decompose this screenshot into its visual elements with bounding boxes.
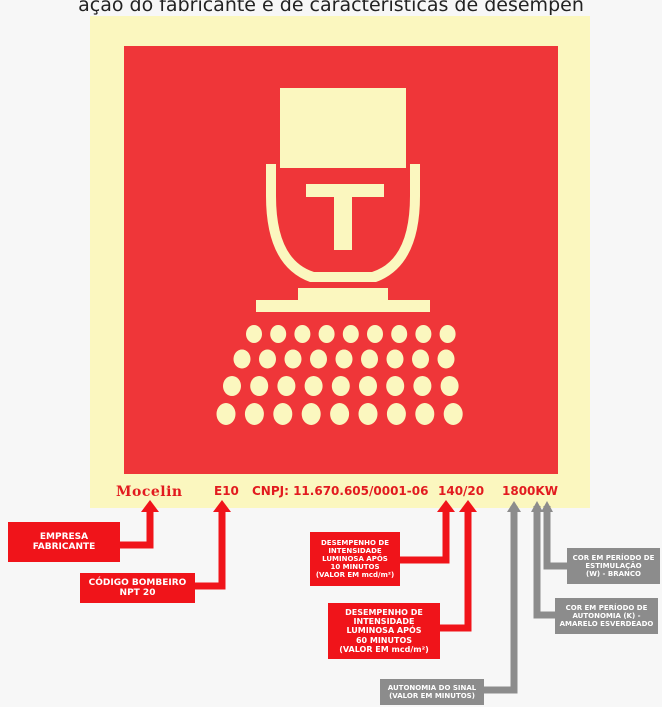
water-drop — [301, 403, 321, 425]
sprinkler-deflector-top — [298, 288, 388, 300]
water-drop — [330, 403, 350, 425]
water-drop — [413, 376, 432, 396]
water-drop — [391, 325, 408, 343]
label-intensity-10-text: DESEMPENHO DE INTENSIDADE LUMINOSA APÓS … — [315, 538, 395, 580]
label-intensity-60-text: DESEMPENHO DE INTENSIDADE LUMINOSA APÓS … — [339, 608, 429, 654]
arrow-fire-code — [213, 500, 231, 512]
header-text: ação do fabricante e de características … — [78, 0, 584, 16]
connector-fire-code — [195, 506, 226, 590]
label-intensity-60: DESEMPENHO DE INTENSIDADE LUMINOSA APÓS … — [328, 603, 440, 659]
cnpj: CNPJ: 11.670.605/0001-06 — [252, 484, 429, 498]
arrow-color-k — [531, 501, 543, 512]
arrow-intensity-60 — [459, 500, 477, 512]
arrow-autonomy — [507, 501, 521, 512]
sprinkler-pictogram — [216, 88, 463, 425]
water-drop — [415, 325, 432, 343]
label-color-stimulation: COR EM PERÍODO DE ESTIMULAÇÃO (W) - BRAN… — [567, 548, 660, 584]
autonomy-code: 1800KW — [502, 484, 558, 498]
water-drop — [233, 349, 251, 369]
water-drop — [440, 376, 459, 396]
connector-autonomy — [484, 506, 518, 694]
water-drop — [304, 376, 323, 396]
water-drop — [277, 376, 296, 396]
label-autonomy-text: AUTONOMIA DO SINAL (VALOR EM MINUTOS) — [387, 683, 477, 700]
label-fire-code: CÓDIGO BOMBEIRO NPT 20 — [80, 573, 195, 603]
connector-intensity-10 — [400, 506, 450, 564]
connector-color-k — [533, 506, 555, 619]
fire-code: E10 — [214, 484, 239, 498]
water-drop — [361, 349, 378, 369]
water-drop — [331, 376, 350, 396]
arrow-manufacturer — [141, 500, 159, 512]
water-drops — [216, 325, 463, 425]
water-drop — [443, 403, 463, 425]
water-drop — [244, 403, 264, 425]
water-drop — [273, 403, 293, 425]
label-fire-code-text: CÓDIGO BOMBEIRO NPT 20 — [88, 577, 187, 598]
label-color-stimulation-text: COR EM PERÍODO DE ESTIMULAÇÃO (W) - BRAN… — [572, 553, 655, 579]
water-drop — [318, 325, 335, 343]
water-drop — [386, 403, 406, 425]
sprinkler-stem — [334, 184, 352, 250]
water-drop — [216, 403, 236, 425]
sprinkler-top-block — [280, 88, 406, 168]
water-drop — [386, 376, 405, 396]
label-intensity-10: DESEMPENHO DE INTENSIDADE LUMINOSA APÓS … — [310, 532, 400, 586]
water-drop — [250, 376, 269, 396]
water-drop — [359, 376, 377, 396]
sprinkler-deflector-base — [256, 300, 430, 312]
brand-mocelin: Mocelin — [116, 484, 183, 500]
water-drop — [246, 325, 262, 343]
water-drop — [415, 403, 435, 425]
connector-color-w — [543, 506, 567, 570]
water-drop — [270, 325, 287, 343]
water-drop — [284, 349, 302, 369]
water-drop — [335, 349, 353, 369]
water-drop — [294, 325, 311, 343]
label-manufacturer: EMPRESA FABRICANTE — [8, 522, 120, 562]
water-drop — [439, 325, 456, 343]
water-drop — [223, 376, 241, 396]
water-drop — [386, 349, 404, 369]
arrow-color-w — [541, 501, 553, 512]
water-drop — [310, 349, 327, 369]
arrow-intensity-10 — [437, 500, 455, 512]
water-drop — [412, 349, 429, 369]
label-autonomy: AUTONOMIA DO SINAL (VALOR EM MINUTOS) — [380, 679, 484, 705]
water-drop — [437, 349, 455, 369]
connector-intensity-60 — [440, 506, 472, 632]
water-drop — [259, 349, 276, 369]
water-drop — [358, 403, 378, 425]
label-color-autonomy: COR EM PERÍODO DE AUTONOMIA (K) - AMAREL… — [555, 598, 658, 634]
water-drop — [367, 325, 383, 343]
performance-value: 140/20 — [438, 484, 485, 498]
water-drop — [342, 325, 359, 343]
connector-manufacturer — [120, 506, 154, 549]
label-manufacturer-text: EMPRESA FABRICANTE — [32, 531, 96, 552]
label-color-autonomy-text: COR EM PERÍODO DE AUTONOMIA (K) - AMAREL… — [559, 603, 654, 629]
